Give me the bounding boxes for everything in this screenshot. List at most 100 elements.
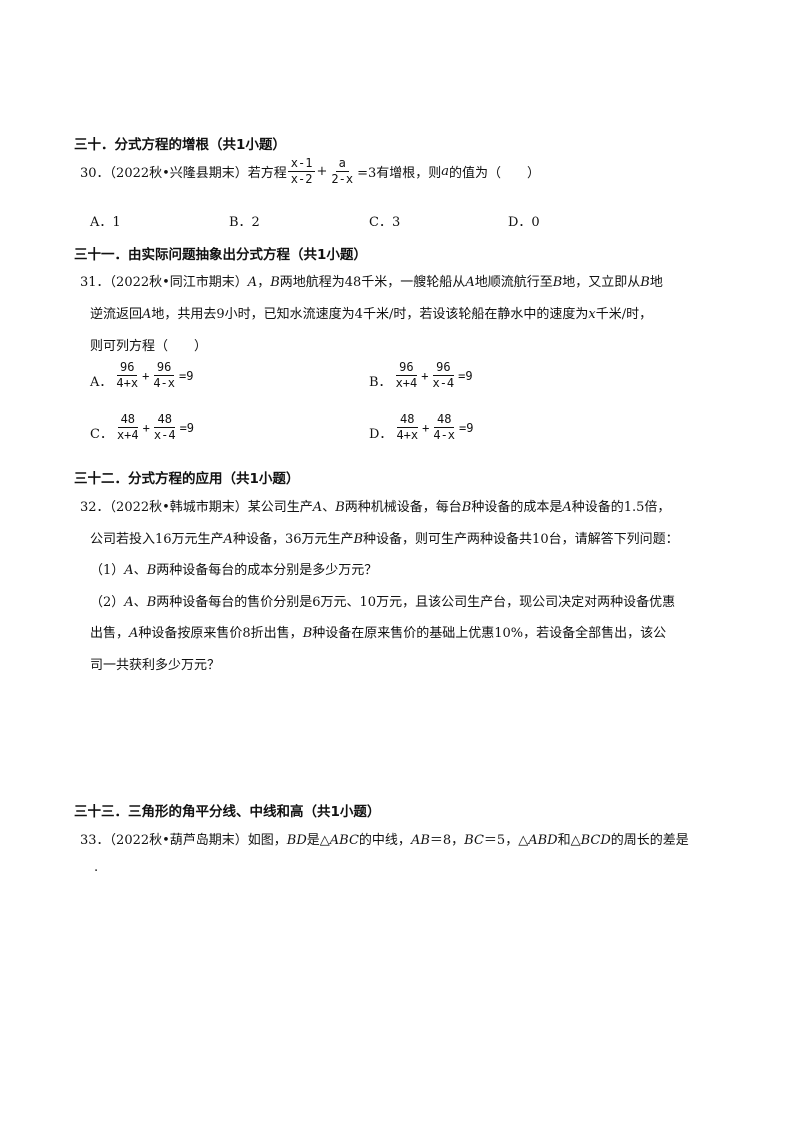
q30-fraction-1: x-1 x-2 (287, 156, 316, 187)
var-A: A (129, 626, 139, 641)
q33-text: 的中线， (358, 833, 411, 848)
question-30-stem: 30．（2022秋•兴隆县期末）若方程 x-1 x-2 + a 2-x =3有增… (80, 156, 540, 187)
plus: + (421, 368, 429, 383)
plus: + (142, 420, 150, 435)
rhs: =9 (179, 368, 194, 383)
section-title-30: 三十．分式方程的增根（共1小题） (74, 137, 286, 153)
q30-suffix: 的值为（ ） (449, 166, 541, 181)
q30-prefix: 30．（2022秋•兴隆县期末）若方程 (80, 166, 287, 181)
q33-blank-dot: . (94, 860, 99, 875)
numerator: 48 (433, 412, 455, 428)
q31-text: 地，又立即从 (562, 275, 641, 290)
var-A: A (223, 532, 233, 547)
denominator: x+4 (116, 428, 139, 442)
q31-line-3: 则可列方程（ ） (90, 339, 208, 354)
q32-text: 两种设备每台的成本分别是多少万元？ (156, 563, 378, 578)
plus: + (142, 368, 150, 383)
var-BCD: BCD (580, 833, 611, 848)
q31-text: 地顺流航行至 (474, 275, 553, 290)
q32-text: 两种设备每台的售价分别是6万元、10万元，且该公司生产台，现公司决定对两种设备优… (156, 595, 676, 610)
q30-option-a: A．1 (90, 215, 121, 230)
section-title-32: 三十二．分式方程的应用（共1小题） (74, 471, 300, 487)
var-A: A (124, 595, 134, 610)
sep: 、 (133, 595, 147, 610)
var-A: A (465, 275, 475, 290)
q30-f2-denominator: 2-x (331, 172, 354, 186)
numerator: 96 (396, 360, 417, 376)
q32-text: 32．（2022秋•韩城市期末）某公司生产 (80, 500, 313, 515)
var-B: B (552, 275, 563, 290)
rhs: =9 (179, 420, 195, 435)
numerator: 96 (117, 360, 138, 376)
q32-part-label: （2） (90, 595, 125, 610)
var-AB: AB (410, 833, 430, 848)
q32-part-2: （2）A、B两种设备每台的售价分别是6万元、10万元，且该公司生产台，现公司决定… (90, 591, 675, 610)
numerator: 48 (397, 412, 418, 428)
numerator: 96 (153, 360, 175, 376)
q32-text: 出售， (90, 626, 130, 641)
q31-text: 地 (649, 275, 663, 290)
option-label: D． (369, 427, 393, 442)
var-B: B (302, 626, 313, 641)
numerator: 48 (154, 412, 175, 428)
var-BD: BD (286, 833, 307, 848)
q31-text: 两地航程为48千米，一艘轮船从 (279, 275, 466, 290)
q33-text: 是△ (306, 833, 330, 848)
denominator: 4+x (116, 376, 139, 390)
q33-text: 33．（2022秋•葫芦岛期末）如图， (80, 833, 287, 848)
q30-option-d: D．0 (508, 215, 540, 230)
option-label: B． (369, 375, 392, 390)
denominator: x-4 (153, 428, 176, 442)
var-B: B (640, 275, 650, 290)
q33-text: ＝5，△ (483, 833, 529, 848)
var-x: x (588, 307, 596, 322)
sep: 、 (133, 563, 147, 578)
q32-line-2: 公司若投入16万元生产A种设备，36万元生产B种设备，则可生产两种设备共10台，… (90, 528, 679, 547)
sep: 、 (322, 500, 336, 515)
q32-line-6: 司一共获利多少万元？ (90, 658, 221, 673)
var-B: B (270, 275, 280, 290)
denominator: 4+x (396, 428, 419, 442)
option-label: A． (90, 375, 113, 390)
q30-var-a: a (441, 164, 450, 179)
denominator: 4-x (433, 428, 456, 442)
q31-text: 逆流返回 (90, 307, 143, 322)
q32-text: 公司若投入16万元生产 (90, 532, 224, 547)
q32-part-1: （1）A、B两种设备每台的成本分别是多少万元？ (90, 559, 377, 578)
var-B: B (335, 500, 345, 515)
var-B: B (146, 595, 157, 610)
q30-fraction-2: a 2-x (328, 156, 356, 187)
var-A: A (247, 275, 258, 290)
q31-source: 31．（2022秋•同江市期末） (80, 275, 248, 290)
section-title-31: 三十一．由实际问题抽象出分式方程（共1小题） (74, 247, 367, 263)
section-title-33: 三十三．三角形的角平分线、中线和高（共1小题） (74, 804, 381, 820)
numerator: 96 (433, 360, 454, 376)
var-B: B (461, 500, 472, 515)
q32-part-label: （1） (90, 563, 125, 578)
q32-line-5: 出售，A种设备按原来售价8折出售，B种设备在原来售价的基础上优惠10%，若设备全… (90, 622, 666, 641)
q30-option-c: C．3 (369, 215, 401, 230)
q30-option-b: B．2 (229, 215, 260, 230)
q32-text: 种设备，则可生产两种设备共10台，请解答下列问题： (363, 532, 679, 547)
comma: ， (257, 275, 271, 290)
q30-plus: + (316, 164, 328, 179)
q31-line-1: 31．（2022秋•同江市期末）A，B两地航程为48千米，一艘轮船从A地顺流航行… (80, 271, 663, 290)
q30-f2-numerator: a (335, 156, 349, 172)
var-A: A (312, 500, 323, 515)
q32-text: 种设备的成本是 (471, 500, 563, 515)
plus: + (422, 420, 430, 435)
var-A: A (124, 563, 134, 578)
q33-text: ＝8， (429, 833, 465, 848)
q32-text: 种设备，36万元生产 (232, 532, 354, 547)
q32-text: 种设备的1.5倍， (571, 500, 671, 515)
var-ABD: ABD (528, 833, 558, 848)
var-B: B (146, 563, 157, 578)
q31-line-2: 逆流返回A地，共用去9小时，已知水流速度为4千米/时，若设该轮船在静水中的速度为… (90, 303, 652, 322)
denominator: x+4 (395, 376, 418, 390)
